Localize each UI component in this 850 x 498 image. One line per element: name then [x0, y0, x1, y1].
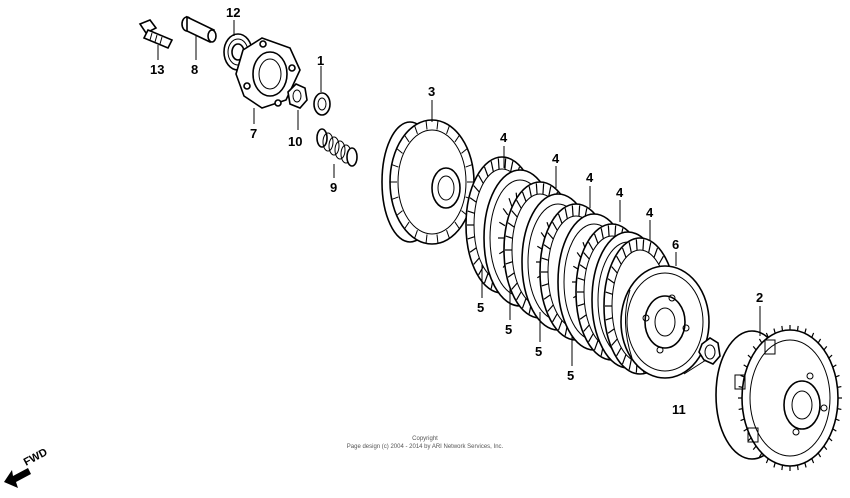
- callout-4b: 4: [552, 151, 560, 166]
- part-8-pin[interactable]: [181, 15, 217, 44]
- part-11-lock-washer[interactable]: [698, 337, 721, 365]
- part-6-pressure-plate[interactable]: [620, 265, 710, 379]
- callout-5a: 5: [477, 300, 484, 315]
- callout-12: 12: [226, 5, 240, 20]
- callout-1: 1: [317, 53, 324, 68]
- part-9-spring[interactable]: [316, 128, 358, 167]
- callout-7: 7: [250, 126, 257, 141]
- callout-2: 2: [756, 290, 763, 305]
- callout-3: 3: [428, 84, 435, 99]
- part-13-bolt[interactable]: [138, 19, 174, 50]
- part-2-clutch-outer[interactable]: [715, 325, 842, 471]
- callout-10: 10: [288, 134, 302, 149]
- callout-4c: 4: [586, 170, 594, 185]
- copyright-line-2: Page design (c) 2004 - 2014 by ARI Netwo…: [347, 444, 504, 450]
- callout-13: 13: [150, 62, 164, 77]
- callout-9: 9: [330, 180, 337, 195]
- copyright-notice: Copyright Page design (c) 2004 - 2014 by…: [347, 436, 504, 450]
- leader-lines: [157, 20, 761, 375]
- callout-5c: 5: [535, 344, 542, 359]
- part-3-clutch-center[interactable]: [381, 119, 475, 245]
- callout-4a: 4: [500, 130, 508, 145]
- fwd-label: FWD: [22, 446, 50, 468]
- callout-6: 6: [672, 237, 679, 252]
- callout-5d: 5: [567, 368, 574, 383]
- part-10-nut[interactable]: [287, 83, 308, 109]
- part-1-washer[interactable]: [313, 92, 331, 116]
- callout-5b: 5: [505, 322, 512, 337]
- callout-labels: 13 8 12 7 10 1 9 3 4 4 4 4 4 6 2 11 5 5 …: [150, 5, 763, 417]
- copyright-line-1: Copyright: [412, 436, 438, 442]
- callout-11: 11: [672, 402, 686, 417]
- part-7-lifter-plate[interactable]: [235, 37, 301, 109]
- callout-4e: 4: [646, 205, 654, 220]
- callout-8: 8: [191, 62, 198, 77]
- fwd-arrow-icon: FWD: [4, 446, 50, 488]
- callout-4d: 4: [616, 185, 624, 200]
